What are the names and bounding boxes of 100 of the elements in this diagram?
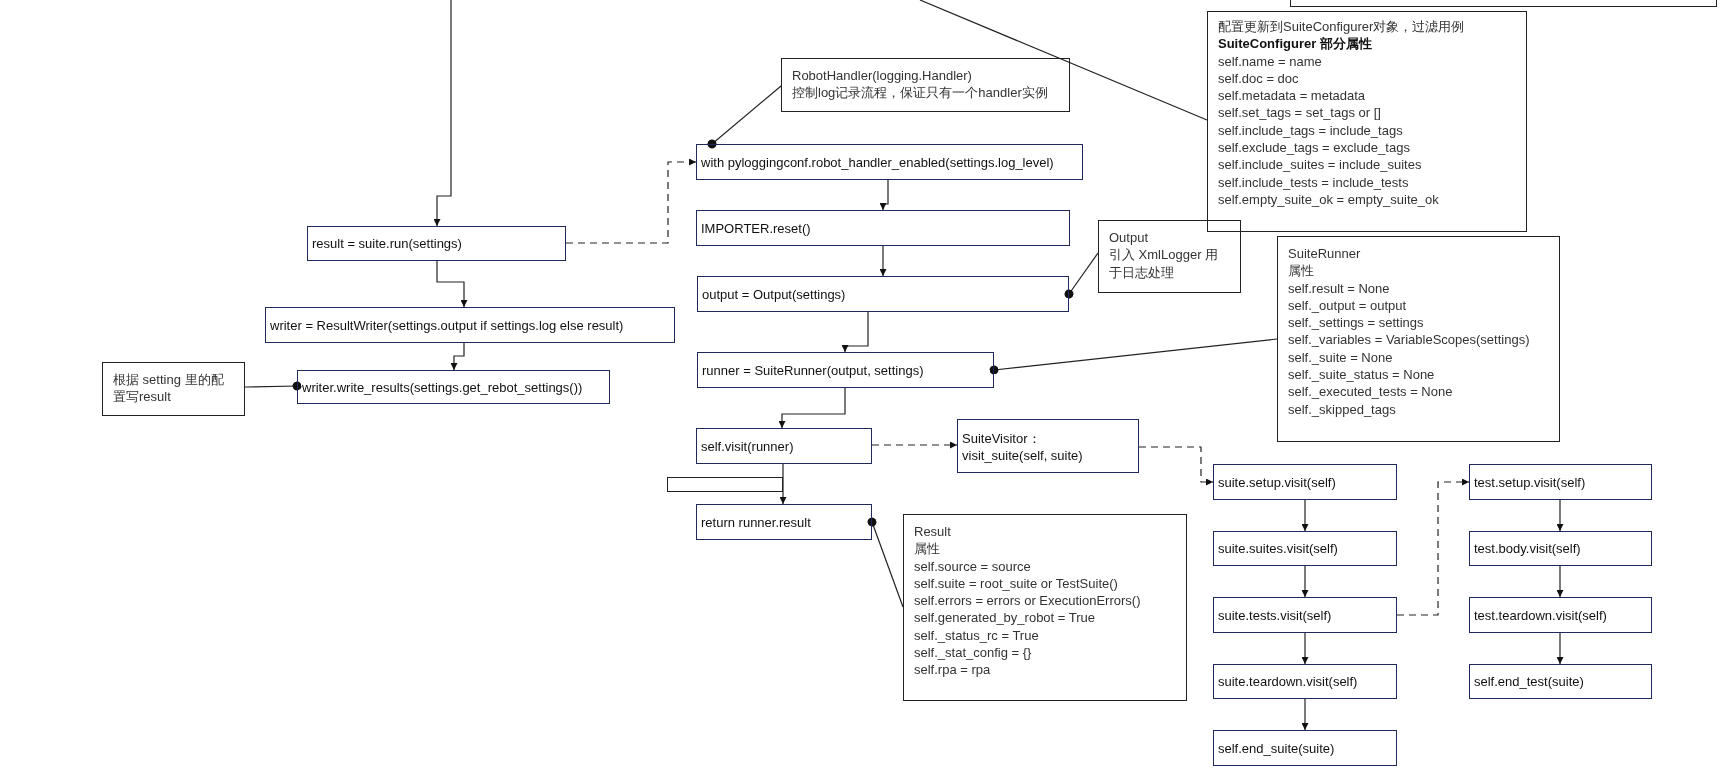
- code-text: result = suite.run(settings): [312, 236, 463, 251]
- note-heading: RobotHandler(logging.Handler): [792, 67, 973, 85]
- arrow: [1301, 698, 1309, 731]
- process-box: [1213, 664, 1397, 699]
- code-text: SuiteVisitor：: [962, 429, 1042, 448]
- process-box: [1213, 597, 1397, 633]
- process-box: [697, 276, 1069, 312]
- leader-line: [919, 0, 1208, 121]
- arrow: [1396, 478, 1470, 616]
- note-text: 属性: [1288, 262, 1315, 280]
- code-text: test.body.visit(self): [1474, 541, 1582, 556]
- note-box: [903, 514, 1187, 701]
- arrow: [1556, 499, 1564, 532]
- note-text: self.suite = root_suite or TestSuite(): [914, 574, 1119, 593]
- arrow: [1301, 632, 1309, 665]
- process-box: [696, 210, 1070, 246]
- note-text: self.include_suites = include_suites: [1218, 156, 1423, 174]
- process-box: [307, 226, 566, 261]
- arrow: [879, 245, 887, 277]
- arrow: [433, 0, 452, 227]
- process-box: [1469, 597, 1652, 633]
- note-text: self._output = output: [1288, 296, 1408, 315]
- process-box: [696, 144, 1083, 180]
- arrow: [1301, 565, 1309, 598]
- note-text: 控制log记录流程，保证只有一个handler实例: [792, 84, 1049, 102]
- code-text: return runner.result: [701, 514, 812, 530]
- code-text: writer = ResultWriter(settings.output if settings.log else result): [270, 317, 625, 333]
- note-heading: 根据 setting 里的配置写result: [113, 371, 225, 406]
- note-text: self._executed_tests = None: [1288, 383, 1454, 401]
- process-box: [1469, 464, 1652, 500]
- note-box: [102, 362, 245, 416]
- note-text: self._suite_status = None: [1288, 366, 1436, 384]
- process-box: [1213, 464, 1397, 500]
- process-box: [1213, 531, 1397, 566]
- note-text: self.doc = doc: [1218, 69, 1300, 88]
- code-text: test.setup.visit(self): [1474, 474, 1587, 490]
- code-text: test.teardown.visit(self): [1474, 607, 1608, 623]
- code-text: output = Output(settings): [702, 286, 847, 302]
- arrow: [1138, 446, 1214, 486]
- note-text: self.result = None: [1288, 279, 1391, 297]
- code-text: runner = SuiteRunner(output, settings): [702, 362, 925, 378]
- leader-line: [244, 381, 302, 391]
- code-text: with pyloggingconf.robot_handler_enabled(settings.log_level): [701, 154, 1055, 170]
- note-heading: SuiteRunner: [1288, 245, 1362, 263]
- code-text: self.end_suite(suite): [1218, 740, 1336, 756]
- note-text: self.errors = errors or ExecutionErrors(): [914, 592, 1142, 610]
- arrow: [1556, 565, 1564, 598]
- note-text: self.source = source: [914, 557, 1032, 575]
- note-text: self.include_tags = include_tags: [1218, 121, 1404, 140]
- leader-line: [707, 85, 782, 149]
- note-text: self._suite = None: [1288, 348, 1394, 367]
- empty-box: [667, 477, 783, 492]
- code-text: visit_suite(self, suite): [962, 447, 1084, 463]
- code-text: self.visit(runner): [701, 438, 795, 454]
- leader-line: [989, 338, 1278, 375]
- note-box: [1098, 220, 1241, 293]
- note-text: self.metadata = metadata: [1218, 87, 1367, 105]
- arrow: [436, 260, 468, 308]
- process-box: [696, 504, 872, 540]
- arrow: [841, 311, 869, 353]
- note-heading: Result: [914, 523, 952, 541]
- process-box: [1469, 664, 1652, 699]
- note-text: self.empty_suite_ok = empty_suite_ok: [1218, 190, 1440, 209]
- code-text: suite.setup.visit(self): [1218, 474, 1337, 490]
- note-text: 属性: [914, 540, 941, 558]
- process-box: [696, 428, 872, 464]
- note-text: self._settings = settings: [1288, 314, 1425, 332]
- note-text: self._status_rc = True: [914, 626, 1040, 645]
- note-text: self.set_tags = set_tags or []: [1218, 104, 1382, 122]
- process-box: [1213, 730, 1397, 766]
- process-box: [297, 370, 610, 404]
- code-text: self.end_test(suite): [1474, 674, 1585, 689]
- code-text: suite.tests.visit(self): [1218, 607, 1333, 623]
- note-text: self.generated_by_robot = True: [914, 609, 1097, 627]
- note-heading: 配置更新到SuiteConfigurer对象，过滤用例: [1218, 18, 1466, 36]
- arrow: [1556, 632, 1564, 665]
- process-box: [1469, 531, 1652, 566]
- note-text: self.include_tests = include_tests: [1218, 173, 1410, 191]
- arrow: [450, 342, 465, 371]
- empty-box: [1290, 0, 1717, 7]
- arrow: [1301, 499, 1309, 532]
- code-text: IMPORTER.reset(): [701, 220, 812, 236]
- code-text: suite.suites.visit(self): [1218, 541, 1339, 556]
- note-heading: Output: [1109, 229, 1150, 247]
- arrow: [778, 387, 846, 429]
- code-text: writer.write_results(settings.get_rebot_settings()): [302, 379, 584, 395]
- note-text: self._stat_config = {}: [914, 644, 1033, 662]
- note-text: self.exclude_tags = exclude_tags: [1218, 139, 1411, 157]
- code-text: suite.teardown.visit(self): [1218, 674, 1359, 689]
- leader-line: [867, 517, 904, 608]
- note-text: self.rpa = rpa: [914, 661, 992, 679]
- note-text: SuiteConfigurer 部分属性: [1218, 35, 1373, 53]
- leader-line: [1064, 252, 1099, 299]
- note-text: self.name = name: [1218, 52, 1323, 70]
- arrow: [871, 441, 958, 449]
- note-box: [1207, 11, 1527, 232]
- arrow: [779, 463, 787, 505]
- note-text: self._skipped_tags: [1288, 400, 1397, 418]
- process-box: [265, 307, 675, 343]
- process-box: [957, 419, 1139, 473]
